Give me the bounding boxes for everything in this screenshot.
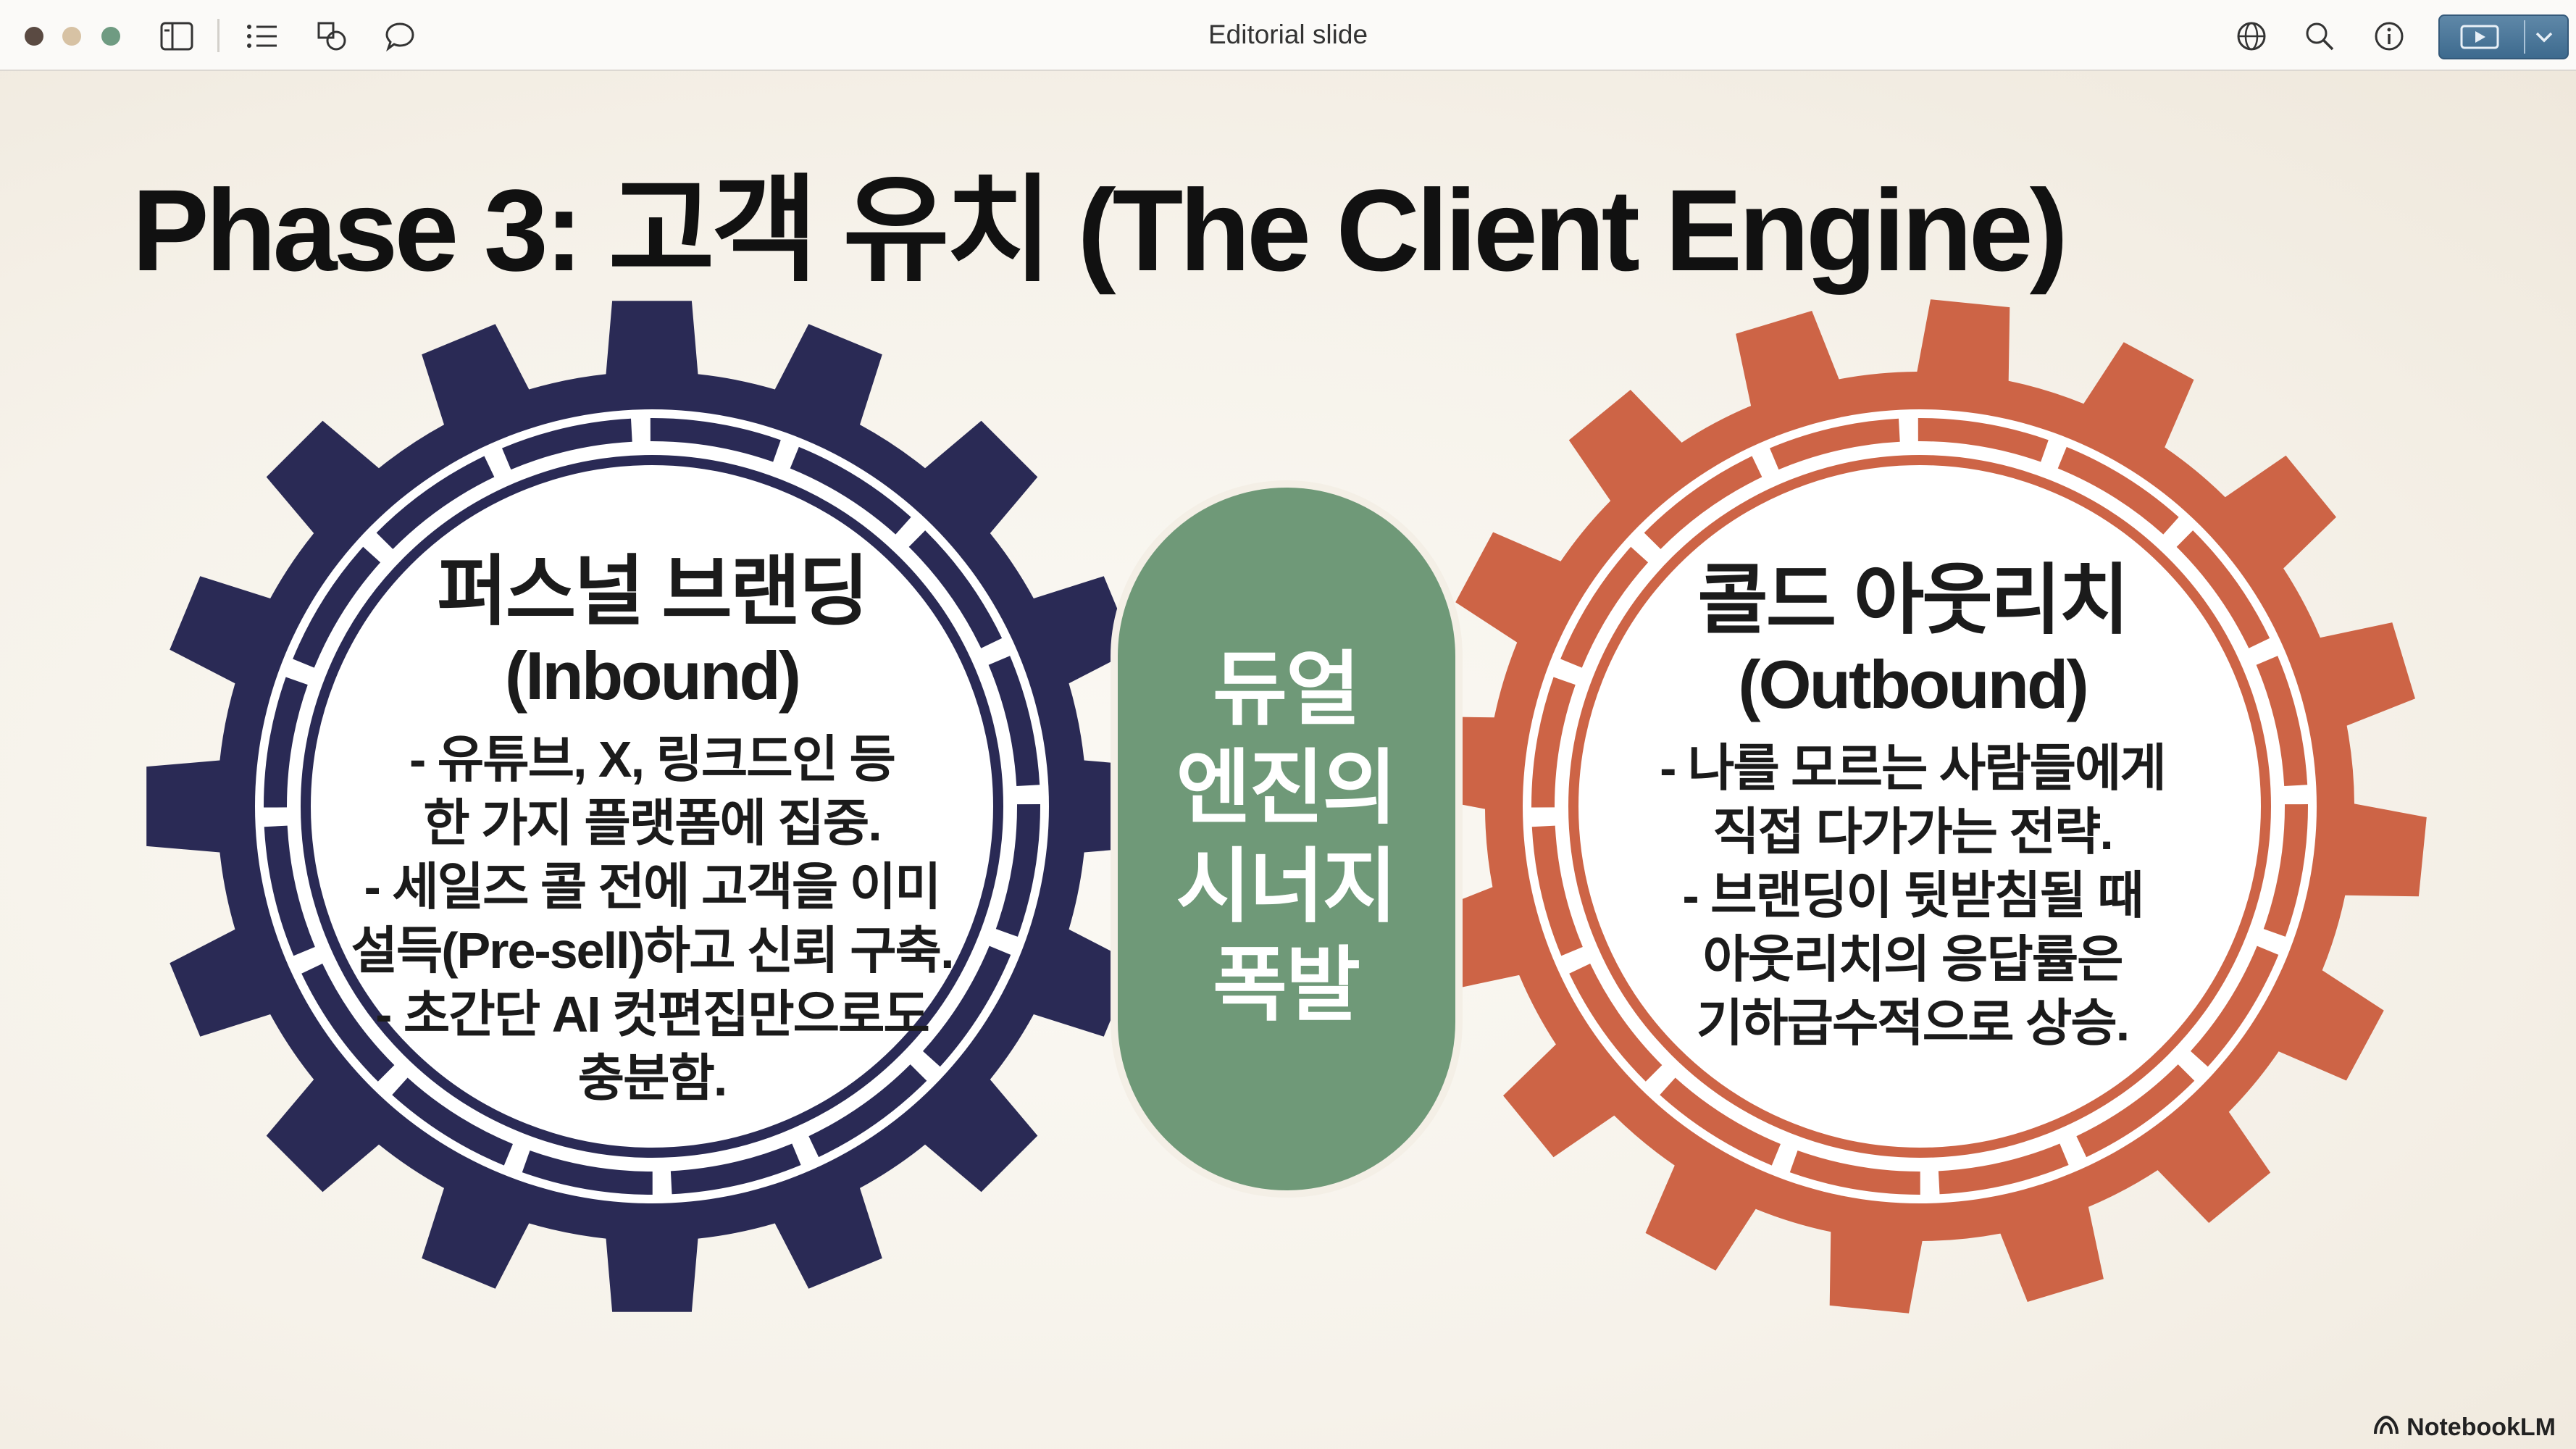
list-icon[interactable] <box>243 17 281 55</box>
synergy-line: 시너지 <box>1116 838 1456 936</box>
chevron-down-icon[interactable] <box>2531 26 2557 51</box>
globe-icon[interactable] <box>2233 17 2270 55</box>
right-gear-heading: 콜드 아웃리치 <box>1550 558 2275 643</box>
window-titlebar: Editorial slide <box>0 0 2576 71</box>
bullet-line: - 유튜브, X, 링크드인 등 <box>290 727 1014 791</box>
synergy-line: 폭발 <box>1116 936 1456 1035</box>
slide-canvas[interactable]: Phase 3: 고객 유치 (The Client Engine) 퍼스널 브… <box>0 71 2576 1449</box>
bullet-line: - 세일즈 콜 전에 고객을 이미 <box>290 855 1014 919</box>
bullet-line: 기하급수적으로 상승. <box>1550 991 2275 1055</box>
present-button[interactable] <box>2438 14 2569 59</box>
notebooklm-watermark: NotebookLM <box>2373 1413 2556 1442</box>
sidebar-toggle-icon[interactable] <box>158 17 196 55</box>
bullet-line: 설득(Pre-sell)하고 신뢰 구축. <box>290 919 1014 982</box>
shapes-icon[interactable] <box>313 17 351 55</box>
close-window-button[interactable] <box>25 27 43 46</box>
synergy-line: 엔진의 <box>1116 739 1456 838</box>
bullet-line: 한 가지 플랫폼에 집중. <box>290 791 1014 855</box>
notebooklm-logo-icon <box>2373 1413 2399 1442</box>
comment-icon[interactable] <box>381 17 419 55</box>
toolbar-divider <box>217 19 219 52</box>
left-gear-text: 퍼스널 브랜딩 (Inbound) - 유튜브, X, 링크드인 등 한 가지 … <box>290 549 1014 1110</box>
info-icon[interactable] <box>2370 17 2408 55</box>
right-gear-bullets: - 나를 모르는 사람들에게 직접 다가가는 전략. - 브랜딩이 뒷받침될 때… <box>1550 736 2275 1055</box>
left-gear-bullets: - 유튜브, X, 링크드인 등 한 가지 플랫폼에 집중. - 세일즈 콜 전… <box>290 727 1014 1110</box>
right-gear-text: 콜드 아웃리치 (Outbound) - 나를 모르는 사람들에게 직접 다가가… <box>1550 558 2275 1055</box>
notebooklm-label: NotebookLM <box>2406 1413 2556 1442</box>
synergy-text: 듀얼 엔진의 시너지 폭발 <box>1116 640 1456 1035</box>
bullet-line: - 나를 모르는 사람들에게 <box>1550 736 2275 800</box>
bullet-line: - 초간단 AI 컷편집만으로도 <box>290 982 1014 1046</box>
minimize-window-button[interactable] <box>62 27 81 46</box>
left-gear-heading: 퍼스널 브랜딩 <box>290 549 1014 635</box>
present-button-divider <box>2524 20 2525 54</box>
bullet-line: 직접 다가가는 전략. <box>1550 800 2275 864</box>
left-gear-subheading: (Inbound) <box>290 635 1014 717</box>
maximize-window-button[interactable] <box>101 27 120 46</box>
synergy-line: 듀얼 <box>1116 640 1456 739</box>
bullet-line: 아웃리치의 응답률은 <box>1550 927 2275 991</box>
search-icon[interactable] <box>2301 17 2338 55</box>
play-icon <box>2460 25 2499 52</box>
right-gear-subheading: (Outbound) <box>1550 643 2275 726</box>
bullet-line: 충분함. <box>290 1046 1014 1110</box>
bullet-line: - 브랜딩이 뒷받침될 때 <box>1550 864 2275 927</box>
